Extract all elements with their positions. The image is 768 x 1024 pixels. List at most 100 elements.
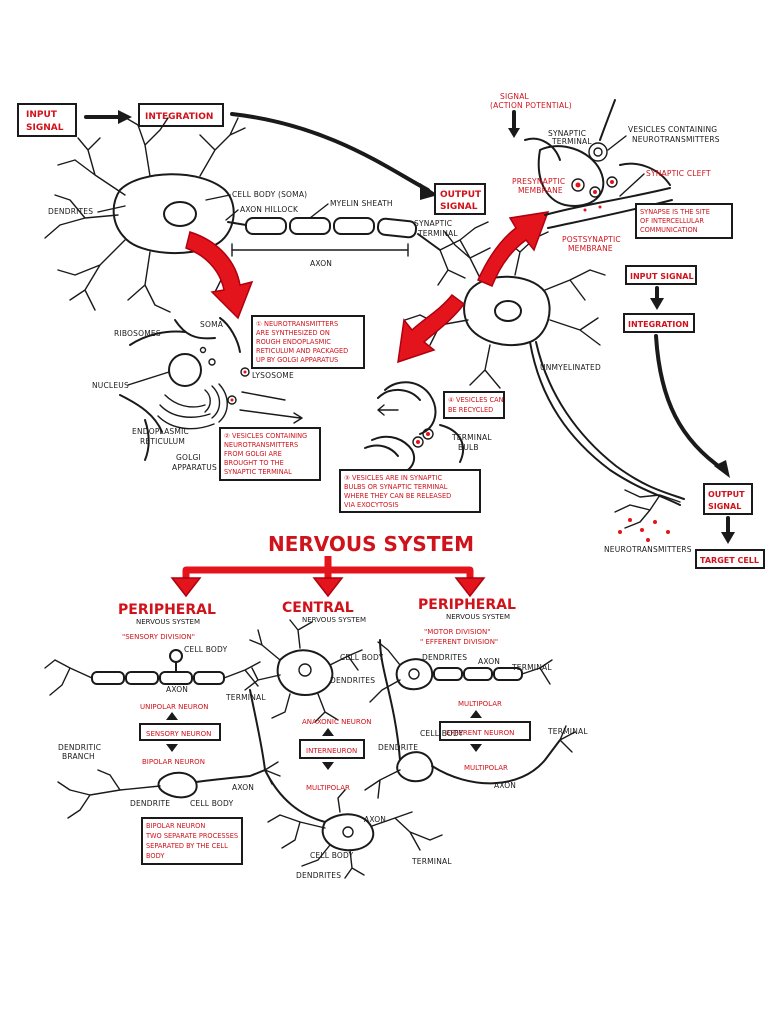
terminal-bulb-label-1: TERMINAL xyxy=(451,433,492,442)
integration-box: INTEGRATION xyxy=(138,103,224,127)
ribosomes-label: RIBOSOMES xyxy=(114,329,161,338)
right-nervous-system-sub: NERVOUS SYSTEM xyxy=(446,613,510,621)
cell-body-label: CELL BODY (SOMA) xyxy=(232,190,307,199)
sensory-neuron-label: SENSORY NEURON xyxy=(146,730,211,738)
right-output-line-2: SIGNAL xyxy=(708,502,741,511)
terminal-bulb-label-2: BULB xyxy=(458,443,479,452)
central-multipolar-dendrites-label: DENDRITES xyxy=(296,871,341,880)
syn-terminal-label-1: SYNAPTIC xyxy=(548,129,586,138)
input-signal-line-2: SIGNAL xyxy=(26,123,64,133)
note-4-line-1: ④ VESICLES CAN xyxy=(448,396,504,404)
postsynaptic-label-2: MEMBRANE xyxy=(568,244,613,253)
input-signal-box: INPUT SIGNAL xyxy=(17,103,77,137)
note-3-line-2: BULBS OR SYNAPTIC TERMINAL xyxy=(344,483,448,491)
right-multipolar-label-bottom: MULTIPOLAR xyxy=(464,764,508,772)
ns-branch-arrows xyxy=(170,556,486,598)
dendritic-branch-label-2: BRANCH xyxy=(62,752,95,761)
axon-hillock-label: AXON HILLOCK xyxy=(240,205,299,214)
bipolar-note-box: BIPOLAR NEURON TWO SEPARATE PROCESSES SE… xyxy=(141,817,243,865)
note-3-line-3: WHERE THEY CAN BE RELEASED xyxy=(344,492,451,500)
bipolar-note-line-4: BODY xyxy=(146,852,165,860)
soma-zoom xyxy=(119,317,303,461)
left-nervous-system-sub: NERVOUS SYSTEM xyxy=(136,618,200,626)
sensory-hierarchy: UNIPOLAR NEURON SENSORY NEURON BIPOLAR N… xyxy=(139,703,221,766)
synapse-site-note-box: SYNAPSE IS THE SITE OF INTERCELLULAR COM… xyxy=(635,203,733,239)
site-note-line-1: SYNAPSE IS THE SITE xyxy=(640,208,710,216)
right-terminal-label: TERMINAL xyxy=(511,663,552,672)
note-1-line-4: RETICULUM AND PACKAGED xyxy=(256,347,348,355)
vesicles-label-2: NEUROTRANSMITTERS xyxy=(632,135,720,144)
central-loop-curve xyxy=(264,769,326,823)
synaptic-terminal-label-2: TERMINAL xyxy=(417,229,458,238)
note-2-line-5: SYNAPTIC TERMINAL xyxy=(224,468,292,476)
bipolar-note-line-1: BIPOLAR NEURON xyxy=(146,822,205,830)
bipolar-note-line-3: SEPARATED BY THE CELL xyxy=(146,842,228,850)
note-2-box: ② VESICLES CONTAINING NEUROTRANSMITTERS … xyxy=(219,427,321,481)
right-multipolar-label-top: MULTIPOLAR xyxy=(458,700,502,708)
note-1-box: ① NEUROTRANSMITTERS ARE SYNTHESIZED ON R… xyxy=(251,315,365,369)
right-input-signal-label: INPUT SIGNAL xyxy=(630,272,694,281)
vesicles-label-1: VESICLES CONTAINING xyxy=(628,125,717,134)
note-2-line-1: ② VESICLES CONTAINING xyxy=(224,432,307,440)
er-label-2: RETICULUM xyxy=(140,437,185,446)
lysosome-label: LYSOSOME xyxy=(252,371,294,380)
unipolar-neuron-label: UNIPOLAR NEURON xyxy=(140,703,209,711)
left-cell-body-label: CELL BODY xyxy=(184,645,228,654)
output-signal-line-2: SIGNAL xyxy=(440,202,478,212)
unmyelinated-label: UNMYELINATED xyxy=(540,363,601,372)
right-lower-axon-label: AXON xyxy=(494,781,516,790)
unipolar-neuron-drawing xyxy=(44,649,266,771)
neurotransmitters-label: NEUROTRANSMITTERS xyxy=(604,545,692,554)
right-arrow-2-head xyxy=(714,460,730,478)
right-arrow-1 xyxy=(650,286,664,310)
right-multipolar-drawing xyxy=(369,641,553,703)
arrow-integration-to-output xyxy=(230,112,430,192)
note-4-box: ④ VESICLES CAN BE RECYCLED xyxy=(443,391,505,419)
sensory-division-label: "SENSORY DIVISION" xyxy=(122,633,195,641)
red-arrow-zoom-terminal xyxy=(397,293,466,364)
presynaptic-label-1: PRESYNAPTIC xyxy=(512,177,565,186)
central-multipolar-axon-label: AXON xyxy=(364,815,386,824)
interneuron-label: INTERNEURON xyxy=(306,747,357,755)
main-neuron xyxy=(44,117,489,313)
center-nervous-system-sub: NERVOUS SYSTEM xyxy=(302,616,366,624)
central-multipolar-cell-body-label: CELL BODY xyxy=(310,851,354,860)
note-2-line-3: FROM GOLGI ARE xyxy=(224,450,282,458)
right-lower-cell-body-label: CELL BODY xyxy=(420,729,464,738)
bipolar-axon-label: AXON xyxy=(232,783,254,792)
right-integration-box: INTEGRATION xyxy=(623,313,695,333)
golgi-label-2: APPARATUS xyxy=(172,463,217,472)
myelin-sheath-segments xyxy=(245,217,418,239)
presynaptic-label-2: MEMBRANE xyxy=(518,186,563,195)
synaptic-cleft-label: SYNAPTIC CLEFT xyxy=(646,169,711,178)
postsynaptic-label-1: POSTSYNAPTIC xyxy=(562,235,621,244)
motor-hierarchy: MULTIPOLAR EFFERENT NEURON MULTIPOLAR xyxy=(439,700,531,772)
center-dendrites-label: DENDRITES xyxy=(330,676,375,685)
central-terminal-label: TERMINAL xyxy=(411,857,452,866)
note-3-line-1: ③ VESICLES ARE IN SYNAPTIC xyxy=(344,474,442,482)
note-1-line-3: ROUGH ENDOPLASMIC xyxy=(256,338,331,346)
neuron-nucleus xyxy=(163,201,197,227)
efferent-division-label: " EFFERENT DIVISION" xyxy=(420,638,498,646)
central-heading: CENTRAL xyxy=(282,600,354,616)
note-1-line-5: UP BY GOLGI APPARATUS xyxy=(256,356,338,364)
dendritic-branch-label-1: DENDRITIC xyxy=(58,743,101,752)
right-input-signal-box: INPUT SIGNAL xyxy=(625,265,697,285)
note-3-line-4: VIA EXOCYTOSIS xyxy=(344,501,399,509)
red-arrow-zoom-synapse xyxy=(476,211,550,287)
peripheral-sensory-heading: PERIPHERAL xyxy=(118,602,216,618)
bipolar-cell-body-label: CELL BODY xyxy=(190,799,234,808)
right-dendrites-label: DENDRITES xyxy=(422,653,467,662)
target-cell-box: TARGET CELL xyxy=(695,549,765,569)
central-multipolar-drawing xyxy=(267,789,443,879)
soma-label: SOMA xyxy=(200,320,224,329)
right-integration-label: INTEGRATION xyxy=(628,320,689,329)
golgi-label-1: GOLGI xyxy=(176,453,201,462)
note-1-line-1: ① NEUROTRANSMITTERS xyxy=(256,320,338,328)
arrow-input-to-integration xyxy=(84,110,132,124)
center-cell-body-label: CELL BODY xyxy=(340,653,384,662)
red-arrow-zoom-soma xyxy=(185,231,254,320)
right-arrow-3 xyxy=(721,516,735,544)
target-cell-label: TARGET CELL xyxy=(700,556,759,565)
